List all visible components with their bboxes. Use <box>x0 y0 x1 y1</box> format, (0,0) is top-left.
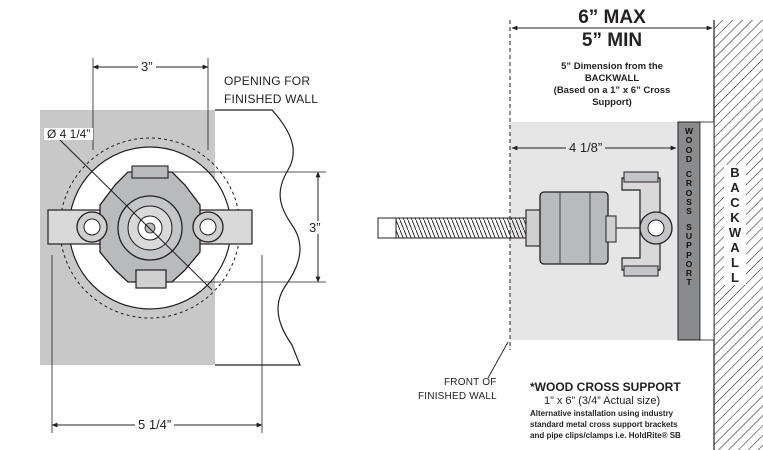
vertical-letter: A <box>730 240 740 255</box>
min-dimension-label: 5” MIN <box>581 30 643 51</box>
vertical-letter: W <box>684 126 694 136</box>
opening-label-line2: FINISHED WALL <box>224 92 319 106</box>
vertical-letter: O <box>685 144 693 155</box>
vertical-letter: C <box>685 169 693 180</box>
vertical-letter: K <box>730 210 740 225</box>
vertical-letter: C <box>730 195 740 210</box>
wood-support-size: 1” x 6” (3/4” Actual size) <box>544 395 661 407</box>
stem-collar <box>525 209 541 247</box>
opening-label-line1: OPENING FOR <box>224 74 311 88</box>
vertical-letter: R <box>685 268 693 279</box>
bottom-outlet-port <box>135 269 167 289</box>
vertical-letter: L <box>731 270 739 285</box>
vertical-letter: S <box>686 221 692 232</box>
vertical-letter: U <box>685 230 693 241</box>
wood-alt-line2: standard metal cross support brackets <box>530 420 678 429</box>
vertical-letter: S <box>686 197 692 208</box>
finished-wall-edge <box>215 109 301 366</box>
vertical-letter: D <box>685 153 693 164</box>
right-side-view <box>377 20 763 450</box>
vertical-letter: S <box>686 206 692 217</box>
valve-body-side <box>539 191 609 265</box>
vertical-letter: R <box>685 178 693 189</box>
dim-bottom-label: 5 1/4” <box>135 418 175 431</box>
vertical-letter: P <box>686 249 692 260</box>
dim-diameter-label: Ø 4 1/4” <box>44 128 94 140</box>
vertical-letter: B <box>730 165 740 180</box>
front-wall-label-line2: FINISHED WALL <box>418 391 497 402</box>
max-dimension-label: 6” MAX <box>562 8 662 27</box>
vertical-letter: P <box>686 240 692 251</box>
vertical-letter: O <box>685 135 693 146</box>
top-cap <box>131 165 169 179</box>
diameter-leader <box>59 139 213 291</box>
dim-top-label: 3” <box>138 60 156 73</box>
wood-alt-line1: Alternative installation using industry <box>530 409 674 418</box>
vertical-letter: L <box>731 255 739 270</box>
note-line4: Support) <box>592 96 632 108</box>
backwall-note: 5” Dimension from the BACKWALL (Based on… <box>530 61 694 109</box>
vertical-letter: O <box>685 258 693 269</box>
front-wall-label-line1: FRONT OF <box>444 377 497 388</box>
vertical-letter: O <box>685 187 693 198</box>
note-line3: (Based on a 1” x 6” Cross <box>553 84 671 96</box>
vertical-letter: W <box>728 225 742 240</box>
depth-dimension-label: 4 1/8” <box>566 141 606 154</box>
wood-alt-line3: and pipe clips/clamps i.e. HoldRite® SB <box>530 431 681 440</box>
wood-support-title: *WOOD CROSS SUPPORT <box>530 380 681 394</box>
vertical-letter: A <box>730 180 740 195</box>
note-line1: 5” Dimension from the <box>561 61 663 72</box>
left-front-view <box>40 58 326 433</box>
dim-right-label: 3” <box>306 221 324 234</box>
note-line2: BACKWALL <box>584 72 640 84</box>
threaded-stem <box>377 217 527 239</box>
vertical-letter: T <box>686 277 692 288</box>
